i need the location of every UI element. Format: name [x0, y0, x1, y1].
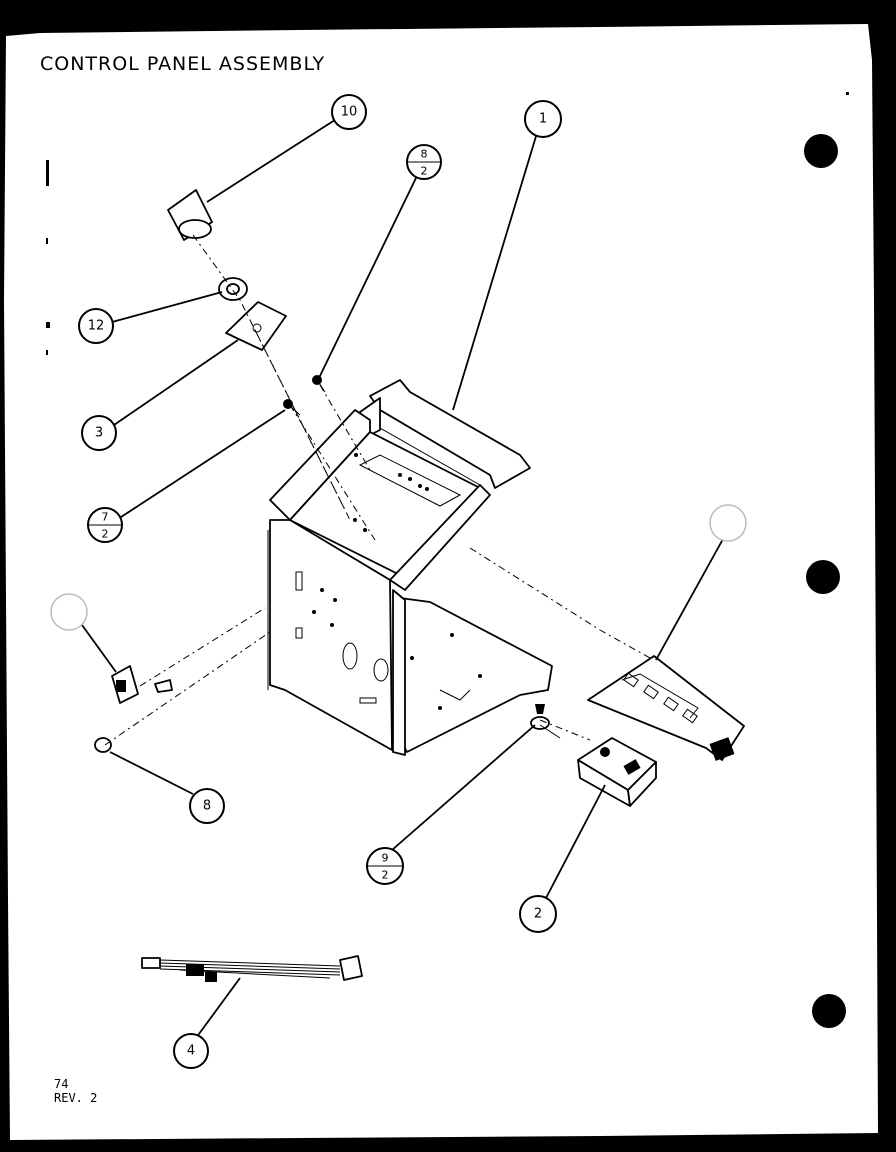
callout-denominator: 2: [421, 165, 428, 178]
callout-label: 1: [539, 112, 547, 127]
callout-label: 12: [88, 319, 105, 334]
callout-label: 3: [95, 426, 103, 441]
callout-2: 2: [519, 895, 557, 933]
leader-lines: [81, 117, 729, 1039]
knob-part-10: [167, 189, 213, 241]
rocker-switch: [111, 665, 173, 704]
callout-blank-switch: [50, 593, 88, 631]
revision-label: REV. 2: [54, 1091, 97, 1105]
callout-numerator: 8: [421, 148, 428, 161]
callout-label: 8: [203, 799, 211, 814]
control-board: [587, 655, 745, 761]
callout-numerator: 7: [102, 511, 109, 524]
control-box-housing: [267, 379, 553, 756]
callout-label: 10: [341, 105, 358, 120]
callout-7-2: 7 2: [87, 507, 123, 543]
callout-10: 10: [331, 94, 367, 130]
callout-8-2: 8 2: [406, 144, 442, 180]
page-number: 74: [54, 1077, 68, 1091]
diagram-title: CONTROL PANEL ASSEMBLY: [40, 53, 325, 75]
wire-harness-part-4: [141, 955, 363, 982]
callout-label: 2: [534, 907, 542, 922]
label-plate-part-3: [225, 301, 287, 351]
callout-8: 8: [189, 788, 225, 824]
callout-12: 12: [78, 308, 114, 344]
callout-numerator: 9: [382, 852, 389, 865]
callout-label: 4: [187, 1044, 195, 1059]
callout-9-2: 9 2: [366, 847, 404, 885]
punch-hole: [812, 994, 846, 1028]
punch-hole: [806, 560, 840, 594]
callout-3: 3: [81, 415, 117, 451]
washer-part-12: [218, 277, 248, 301]
paper-sheet: [4, 24, 878, 1140]
callout-4: 4: [173, 1033, 209, 1069]
callout-denominator: 2: [382, 869, 389, 882]
plug-part-8: [94, 737, 112, 753]
punch-hole: [804, 134, 838, 168]
relay-part-2: [577, 737, 657, 807]
callout-blank-board: [709, 504, 747, 542]
assembly-lines: [104, 234, 651, 746]
callout-1: 1: [524, 100, 562, 138]
scan-specks: [46, 92, 849, 355]
bushing-part-9: [530, 704, 561, 739]
callout-denominator: 2: [102, 528, 109, 541]
